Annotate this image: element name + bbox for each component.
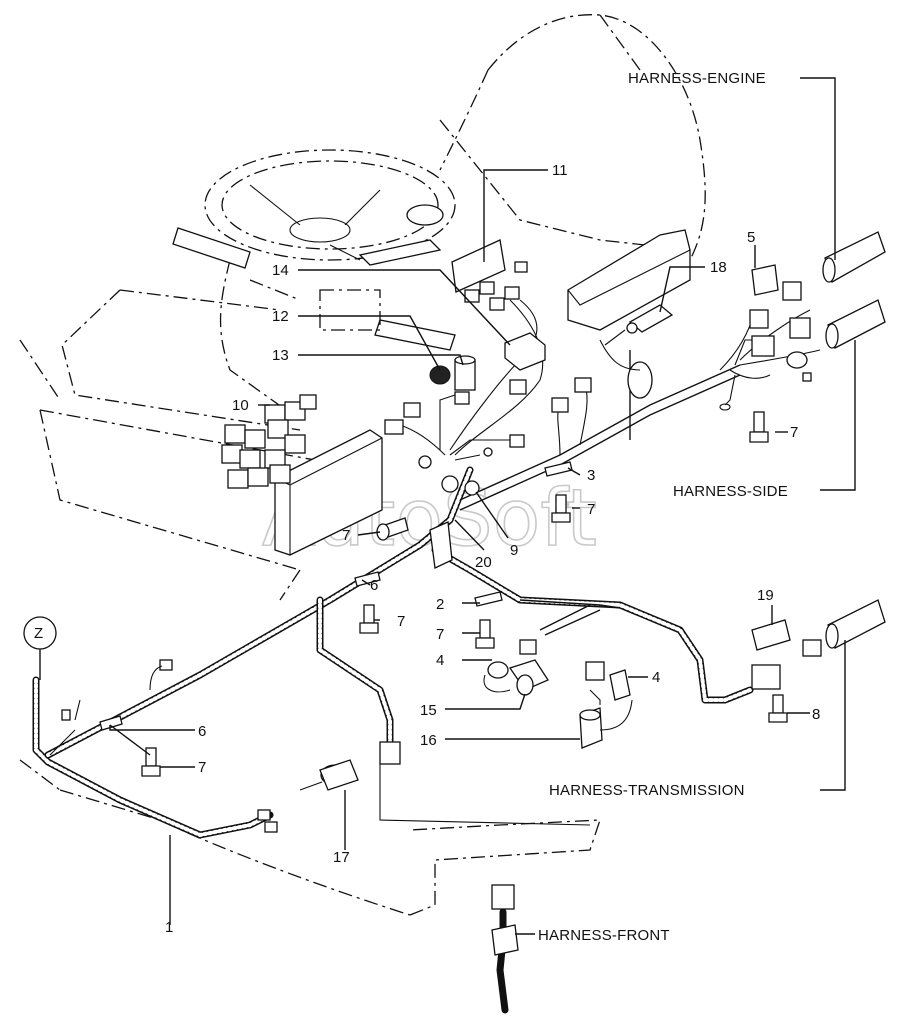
callout-3: 3 (587, 467, 595, 484)
bolt-7-left (376, 517, 409, 541)
callout-10: 10 (232, 397, 249, 414)
small-connectors (384, 377, 592, 469)
relay-14 (504, 332, 546, 371)
bolt-7-clip2 (475, 619, 495, 649)
callout-7-lower: 7 (198, 759, 206, 776)
callout-7-clip2: 7 (436, 626, 444, 643)
callout-4-left: 4 (436, 652, 444, 669)
callout-6-upper: 6 (370, 577, 378, 594)
callout-14: 14 (272, 262, 289, 279)
callout-4-right: 4 (652, 669, 660, 686)
relay-cluster (221, 394, 317, 489)
clips (99, 461, 791, 731)
steering-wheel (204, 149, 456, 266)
bolts (141, 411, 788, 777)
callout-7-clip6: 7 (397, 613, 405, 630)
bolt-7-right (749, 411, 769, 443)
callout-8: 8 (812, 706, 820, 723)
callout-20: 20 (475, 554, 492, 571)
switches (299, 639, 633, 1014)
callout-numbers: 11 14 12 13 10 18 5 7 3 7 9 20 7 6 7 2 7… (165, 162, 820, 936)
callout-11: 11 (552, 162, 568, 179)
callout-19: 19 (757, 587, 774, 604)
branch-wires (399, 299, 821, 461)
label-harness-side: HARNESS-SIDE (673, 483, 788, 500)
callout-5: 5 (747, 229, 755, 246)
callout-16: 16 (420, 732, 437, 749)
callout-17: 17 (333, 849, 350, 866)
bolt-7-clip6 (359, 604, 379, 634)
callout-6-lower: 6 (198, 723, 206, 740)
callout-15: 15 (420, 702, 437, 719)
callout-9: 9 (510, 542, 518, 559)
bolt-8 (768, 694, 788, 723)
flasher-unit (429, 355, 476, 405)
leader-lines (39, 77, 856, 935)
bolt-7-lower (141, 747, 161, 777)
fender-box (567, 229, 691, 331)
callout-z: Z (34, 625, 43, 642)
harness-pipes (802, 231, 886, 657)
harness-captions: HARNESS-ENGINE HARNESS-SIDE HARNESS-TRAN… (538, 70, 788, 944)
label-harness-engine: HARNESS-ENGINE (628, 70, 766, 87)
console-levers (172, 227, 456, 351)
callout-7-center: 7 (587, 501, 595, 518)
callout-12: 12 (272, 308, 289, 325)
callout-18: 18 (710, 259, 727, 276)
callout-7-right: 7 (790, 424, 798, 441)
callout-13: 13 (272, 347, 289, 364)
callout-z-circle (23, 616, 57, 650)
callout-7-left: 7 (342, 527, 350, 544)
label-harness-front: HARNESS-FRONT (538, 927, 670, 944)
lower-left-terminals (49, 659, 278, 833)
label-harness-transmission: HARNESS-TRANSMISSION (549, 782, 745, 799)
right-connectors (604, 264, 812, 411)
fuse-box (451, 239, 528, 311)
callout-2: 2 (436, 596, 444, 613)
bolt-7-center (551, 494, 571, 523)
callout-1: 1 (165, 919, 173, 936)
